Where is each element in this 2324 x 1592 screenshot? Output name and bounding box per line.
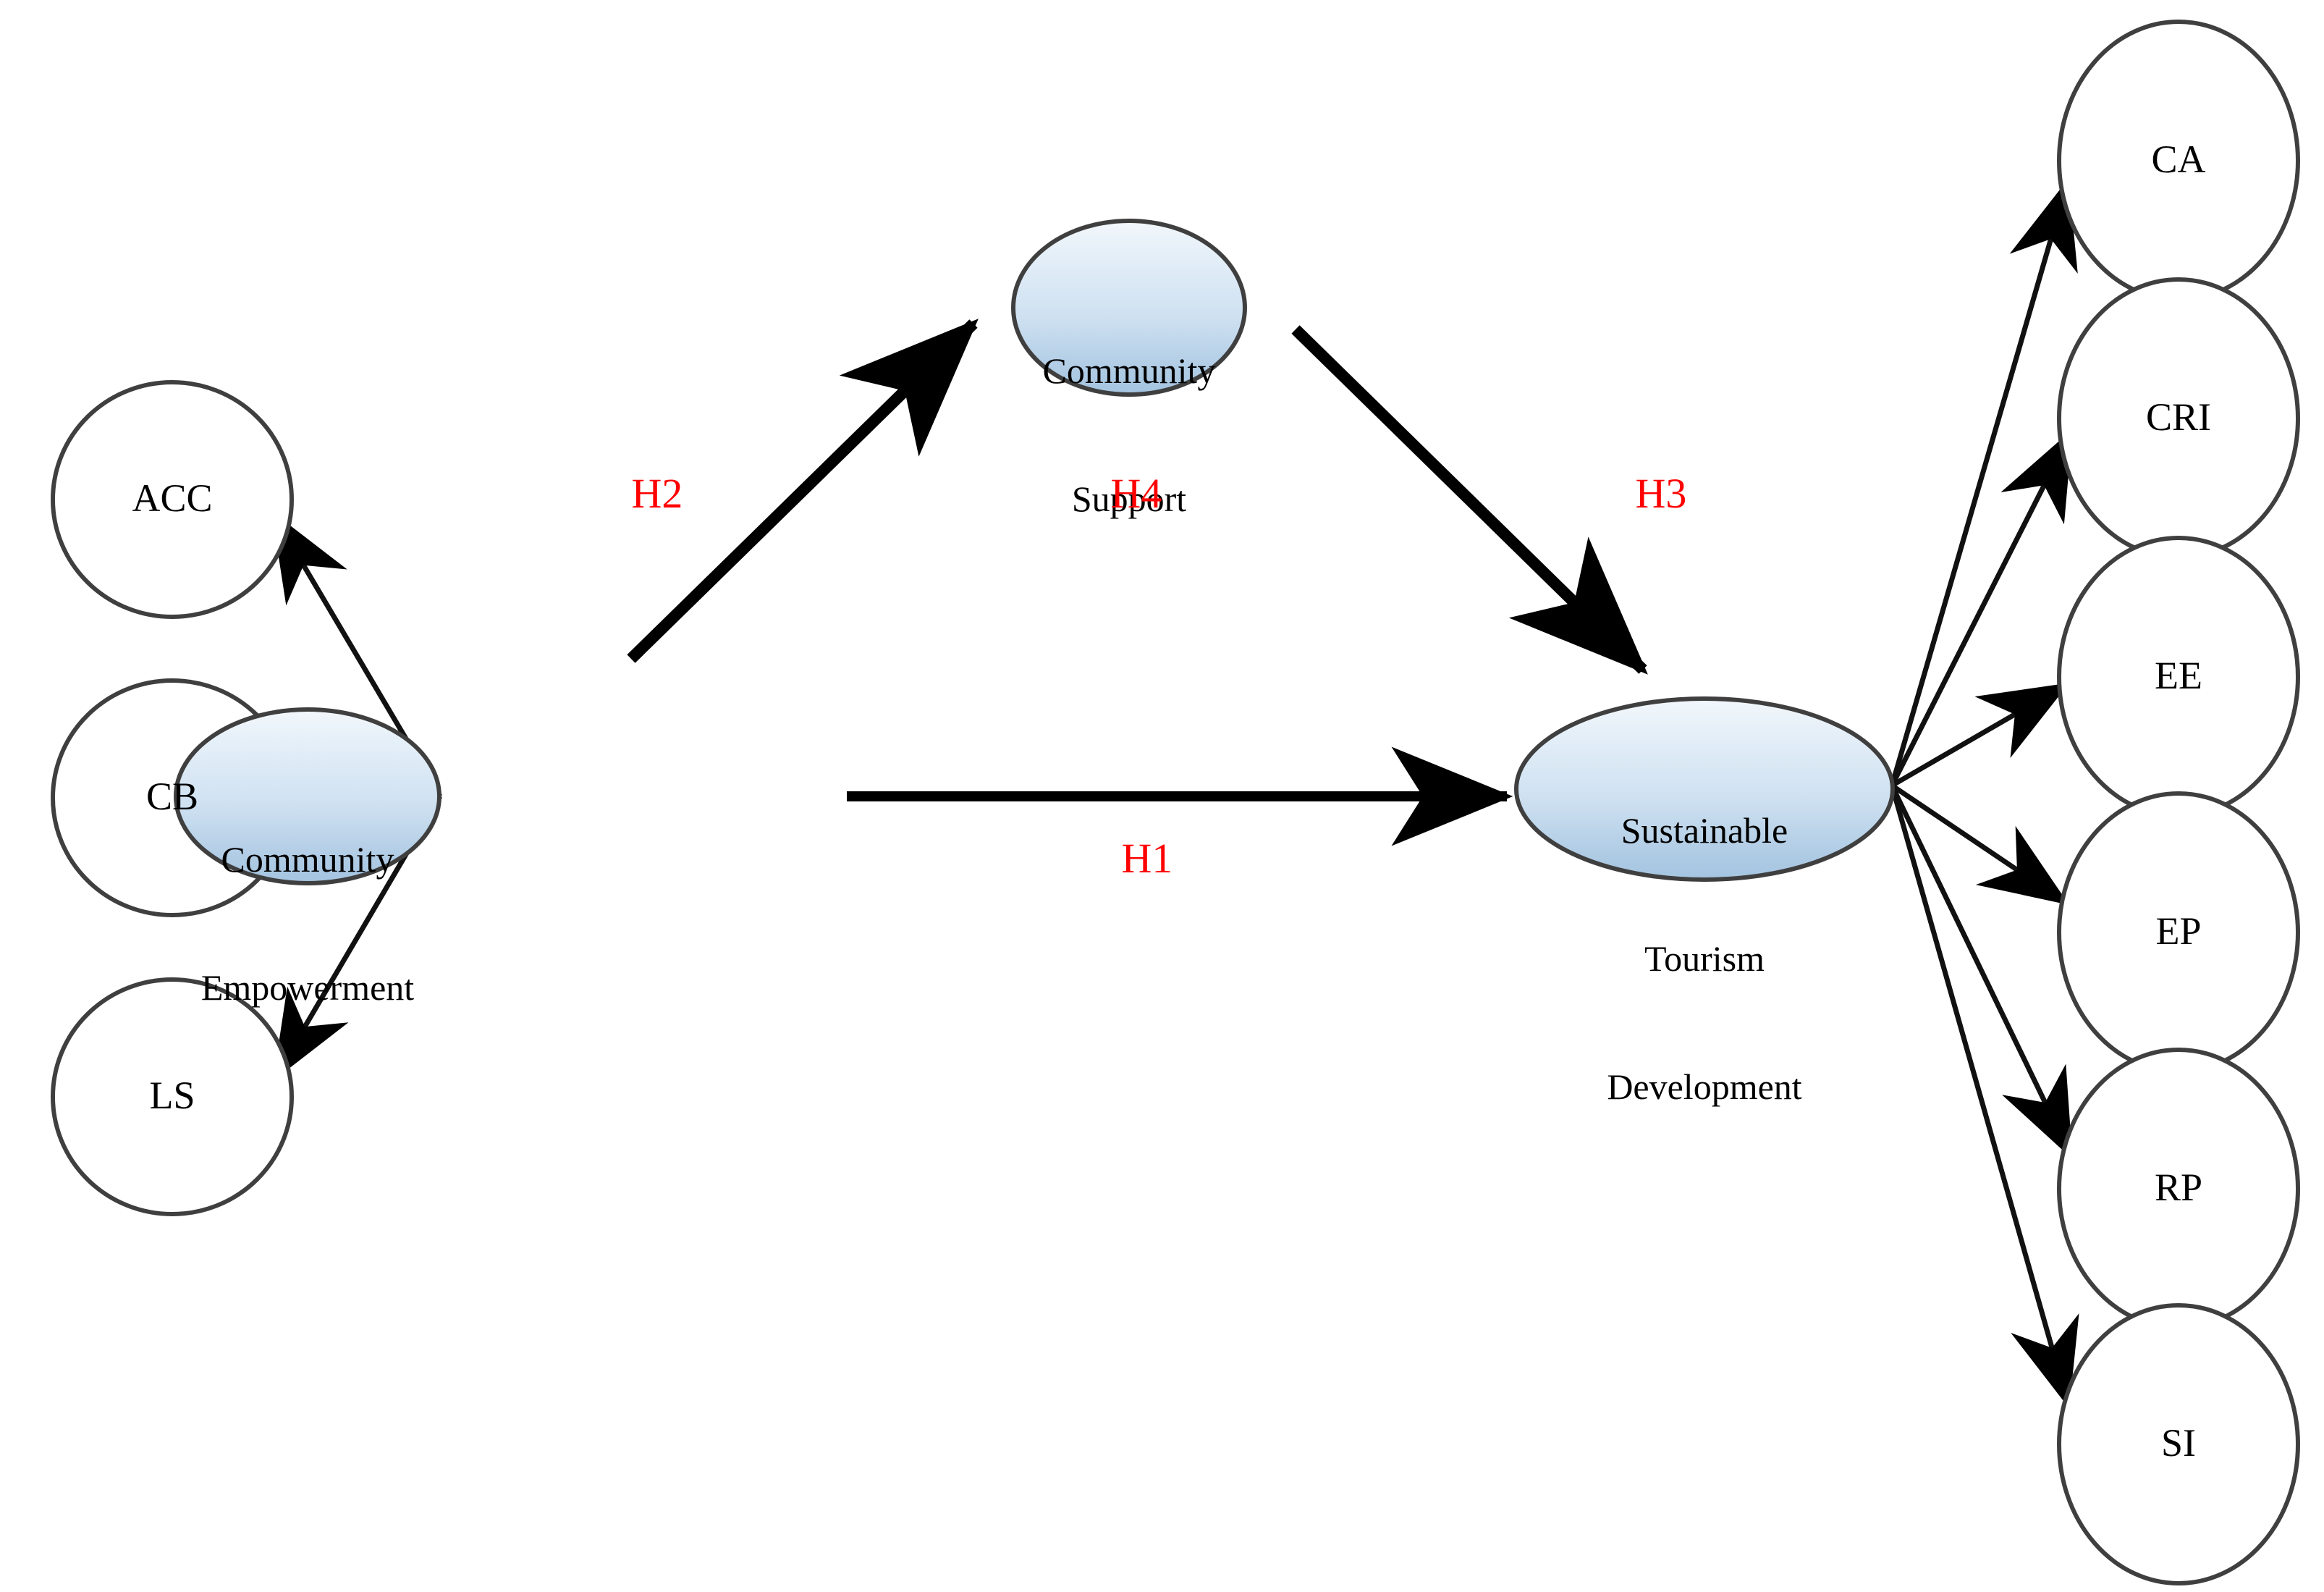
edge-std-ep: [1890, 783, 2069, 906]
indicator-circle-rp[interactable]: [2057, 1048, 2300, 1330]
edge-std-si: [1889, 785, 2079, 1409]
indicator-circle-ls[interactable]: [51, 977, 294, 1216]
indicator-circle-acc[interactable]: [51, 380, 294, 619]
construct-ellipse-community-empowerment[interactable]: [174, 707, 441, 885]
indicator-circle-ep[interactable]: [2057, 791, 2300, 1074]
hypothesis-label-h4: H4: [1110, 470, 1162, 517]
indicator-circle-ee[interactable]: [2057, 536, 2300, 818]
indicator-circle-si[interactable]: [2057, 1303, 2300, 1585]
right-indicator-shapes: [2057, 20, 2300, 1585]
hypothesis-label-h3: H3: [1635, 470, 1687, 517]
edge-std-ee: [1890, 681, 2070, 788]
hypothesis-label-h2: H2: [631, 470, 683, 517]
construct-shapes: [174, 219, 1895, 885]
structural-arrows: [627, 319, 1648, 846]
construct-ellipse-sustainable-tourism-development[interactable]: [1514, 696, 1895, 882]
edge-std-cri: [1889, 429, 2074, 787]
right-indicator-arrows: [1889, 178, 2079, 1409]
hypothesis-label-h1: H1: [1121, 835, 1173, 882]
construct-ellipse-community-support[interactable]: [1011, 219, 1247, 397]
edge-std-ca: [1889, 178, 2078, 786]
indicator-circle-ca[interactable]: [2057, 20, 2300, 302]
edge-cs-std: [1291, 325, 1648, 675]
edge-ce-cs: [627, 319, 979, 663]
edge-std-rp: [1889, 784, 2074, 1160]
indicator-circle-cri[interactable]: [2057, 277, 2300, 560]
